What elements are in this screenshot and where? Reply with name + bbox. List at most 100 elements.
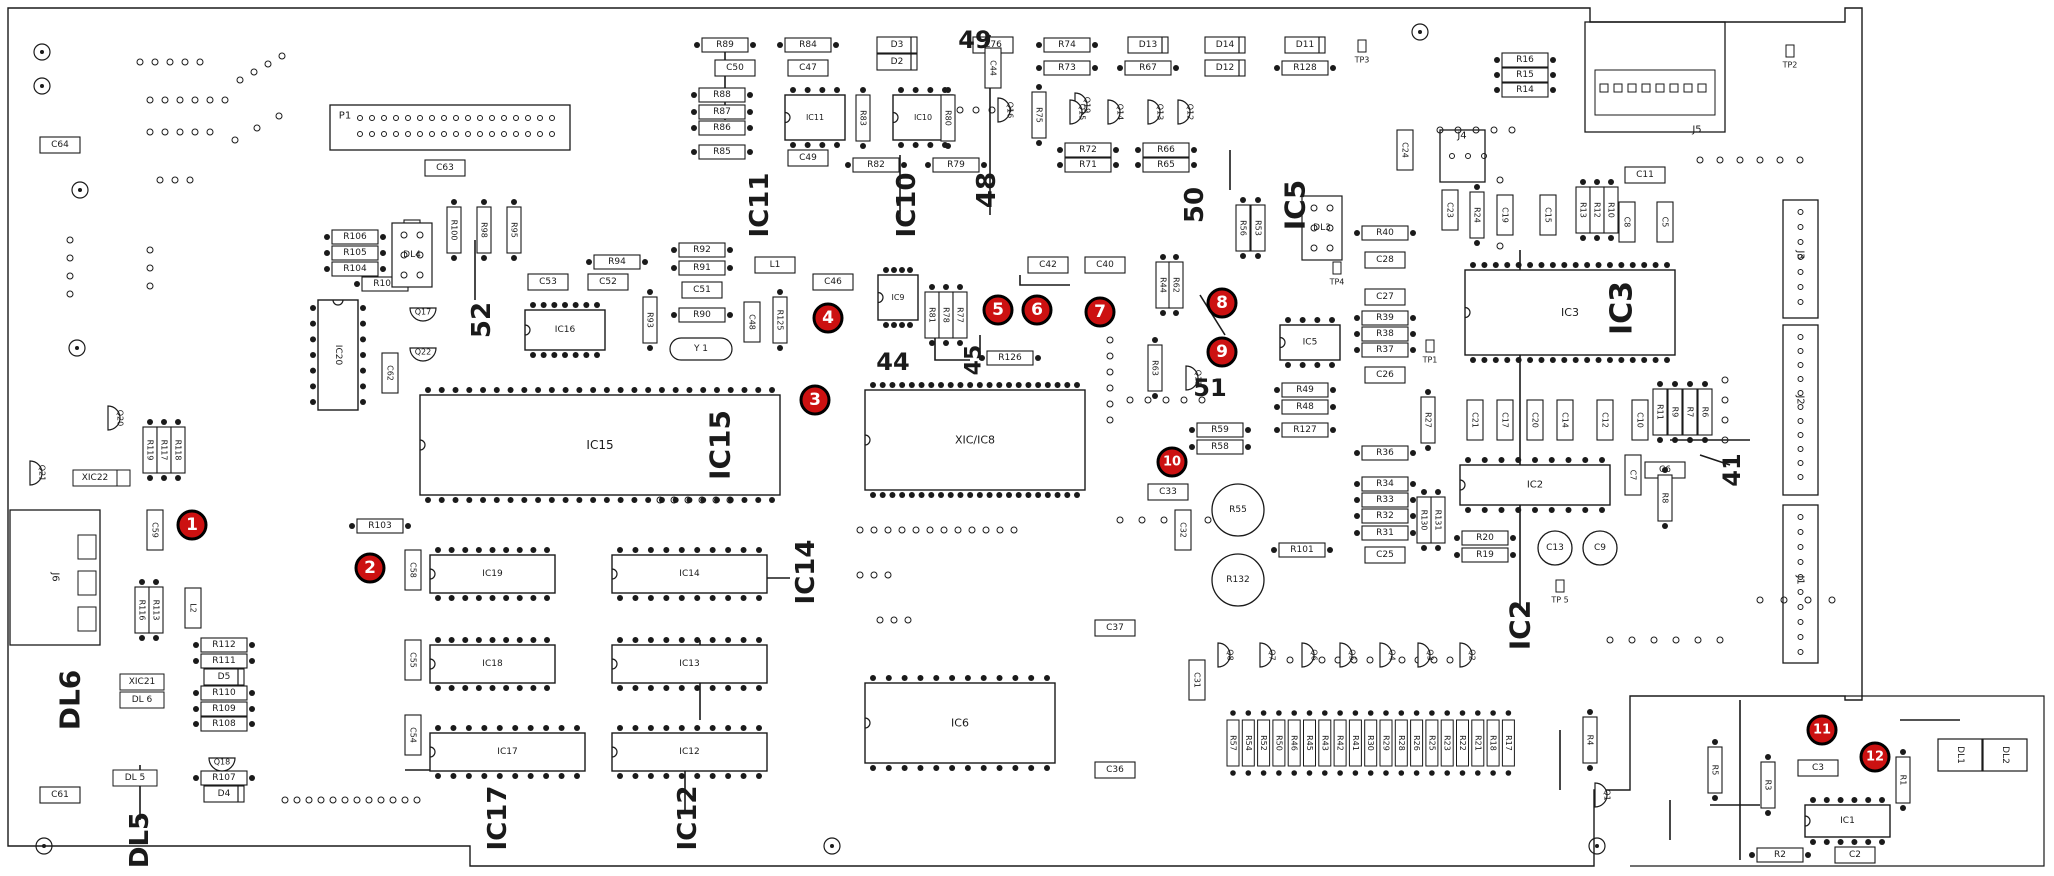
via [1756,156,1764,164]
chip-pin [516,547,523,553]
component-r59: R59 [1189,422,1251,438]
component-c11: C11 [1624,166,1666,184]
component-pin [1459,770,1466,776]
component-label: Q14 [1116,104,1125,120]
component-pin [1352,710,1359,716]
via [136,58,144,66]
component-label: R112 [212,640,235,650]
connector-pin [489,115,495,121]
component-label: R30 [1366,735,1375,751]
component-r74: R74 [1036,37,1098,53]
component-label: C49 [799,153,817,163]
component-body [1364,546,1406,564]
chip-notch [419,439,426,451]
component-pin [1425,445,1431,451]
connector-pin [1797,284,1804,290]
led-label: DL2 [2000,746,2010,764]
component-label: R52 [1259,735,1268,751]
chip-pin [503,685,510,691]
component-label: R31 [1376,528,1394,538]
chip-pin [1538,357,1545,363]
connector-j2: J2 [1782,324,1819,496]
marker-number: 3 [809,390,821,410]
component-label: R26 [1412,735,1421,751]
component-r116: R116 [134,579,150,641]
component-pin [161,475,167,481]
component-pin [1322,770,1328,776]
via [1672,636,1680,644]
component-r16: R16 [1494,52,1556,68]
component-body [200,685,248,701]
component-pin [1410,481,1416,487]
component-label: R37 [1376,345,1394,355]
chip-pin [1515,357,1522,363]
component-label: C32 [1179,522,1188,538]
chip-notch [429,746,436,758]
chip-pin [694,637,701,643]
component-label: R109 [212,704,236,714]
component-label: R46 [1290,735,1299,751]
test-point-body [1332,261,1342,275]
component-r34: R34 [1354,476,1416,492]
chip-pin [1532,507,1538,513]
via [1446,656,1454,664]
component-r14: R14 [1494,82,1556,98]
component-pin [1383,710,1389,716]
component-r92: R92 [671,242,733,258]
marker-number: 12 [1866,750,1884,765]
chip-pin [1015,382,1022,388]
component-c52: C52 [587,273,629,291]
component-pin [1580,179,1586,185]
chip-pin [967,492,974,498]
component-body [587,273,629,291]
component-body [772,296,788,344]
component-r40: R40 [1354,225,1416,241]
component-pin [1410,530,1416,536]
chip-pin [678,595,685,601]
component-c9: C9 [1582,530,1618,566]
component-pin [1057,162,1063,168]
connector-pin [381,115,387,121]
component-pin [1765,754,1771,760]
chip-pin [663,637,670,643]
component-pin [1594,179,1600,185]
chip-pin [527,773,534,779]
via [275,112,283,120]
component-body [1410,719,1424,767]
via [988,106,996,114]
connector-j3: J3 [1782,199,1819,319]
component-label: R100 [450,220,459,241]
component-body [1147,99,1161,125]
component-body [1657,474,1673,522]
component-pin [1490,710,1496,716]
component-pin [1291,770,1297,776]
chip-pin [544,685,550,691]
component-r2: R2 [1749,847,1811,863]
component-pin [1113,162,1119,168]
component-label: R32 [1376,511,1394,521]
via [912,526,920,534]
component-body [200,637,248,653]
component-body [1147,344,1163,392]
component-r39: R39 [1354,310,1416,326]
chip-pin [1865,797,1872,803]
component-pin [691,109,697,115]
component-label: Q11 [1194,370,1203,386]
component-r117: R117 [156,419,172,481]
marker-dot [812,302,844,334]
component-label: R104 [343,264,367,274]
connector-pin [477,131,483,137]
component-pin [1245,770,1252,776]
chip-pin [1074,382,1080,388]
component-pin [481,255,487,261]
component-label: C23 [1446,202,1455,218]
connector-pin [429,115,435,121]
component-pin [193,658,199,664]
component-r63: R63 [1147,337,1163,399]
chip-ic8: XIC/IC8 [864,382,1086,498]
chip-pin [678,547,685,553]
component-q21: Q21 [29,460,47,486]
component-body [1582,716,1598,764]
connector-body [9,509,101,646]
chip-ic9: IC9 [877,267,919,328]
